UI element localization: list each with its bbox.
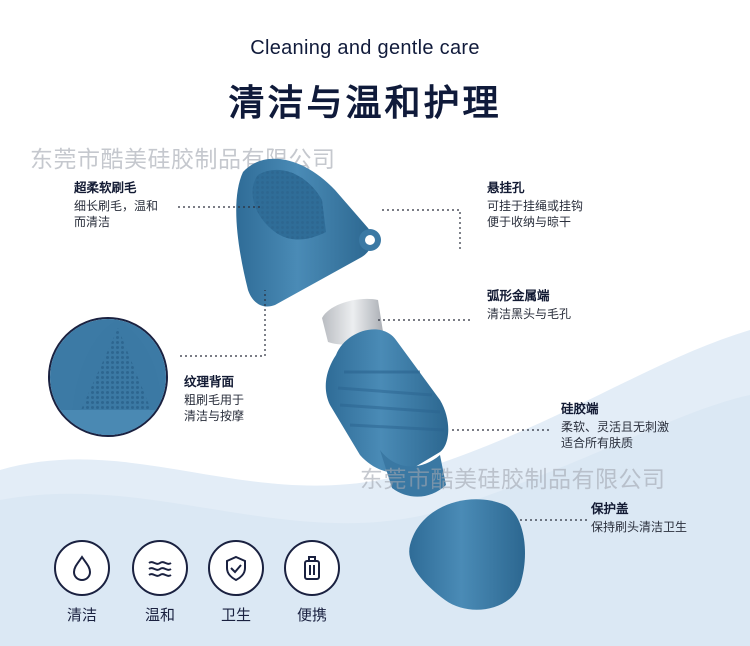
callout-title: 超柔软刷毛	[74, 180, 137, 195]
callout-line: 保持刷头清洁卫生	[591, 520, 688, 534]
callout-line: 清洁黑头与毛孔	[487, 307, 572, 321]
title-chinese: 清洁与温和护理	[228, 83, 502, 124]
callout-title: 纹理背面	[184, 374, 235, 389]
callout-title: 硅胶端	[561, 401, 599, 416]
feature-label: 温和	[144, 606, 175, 624]
callout-hang-hole: 悬挂孔 可挂于挂绳或挂钩 便于收纳与晾干	[487, 180, 583, 230]
callout-line: 而清洁	[74, 215, 111, 229]
callout-bristles: 超柔软刷毛 细长刷毛，温和 而清洁	[74, 180, 158, 230]
callout-title: 保护盖	[591, 501, 629, 516]
callout-metal-end: 弧形金属端 清洁黑头与毛孔	[487, 288, 571, 322]
feature-portable: 便携	[282, 540, 342, 625]
callout-title: 弧形金属端	[487, 288, 550, 303]
callout-silicone-end: 硅胶端 柔软、灵活且无刺激 适合所有肤质	[561, 401, 669, 451]
callout-line: 可挂于挂绳或挂钩	[487, 199, 584, 213]
droplet-icon	[54, 540, 110, 596]
waves-icon	[132, 540, 188, 596]
feature-hygiene: 卫生	[206, 540, 266, 625]
feature-gentle: 温和	[130, 540, 190, 625]
callout-textured-back: 纹理背面 粗刷毛用于 清洁与按摩	[184, 374, 244, 424]
callout-cap: 保护盖 保持刷头清洁卫生	[591, 501, 687, 535]
cap	[409, 499, 525, 610]
title-english: Cleaning and gentle care	[250, 37, 480, 59]
callout-line: 清洁与按摩	[184, 409, 245, 423]
callout-title: 悬挂孔	[487, 180, 525, 195]
callout-line: 柔软、灵活且无刺激	[561, 420, 670, 434]
callout-line: 细长刷毛，温和	[74, 199, 159, 213]
feature-label: 清洁	[66, 606, 97, 624]
feature-label: 便携	[296, 606, 327, 624]
feature-clean: 清洁	[52, 540, 112, 625]
callout-line: 粗刷毛用于	[184, 393, 245, 407]
luggage-icon	[284, 540, 340, 596]
magnified-texture	[48, 317, 168, 437]
watermark-bottom: 东莞市酷美硅胶制品有限公司	[360, 467, 666, 493]
callout-line: 适合所有肤质	[561, 436, 634, 450]
callout-line: 便于收纳与晾干	[487, 215, 572, 229]
handle	[325, 329, 449, 497]
brush-head	[236, 158, 381, 307]
feature-label: 卫生	[220, 606, 251, 624]
shield-check-icon	[208, 540, 264, 596]
